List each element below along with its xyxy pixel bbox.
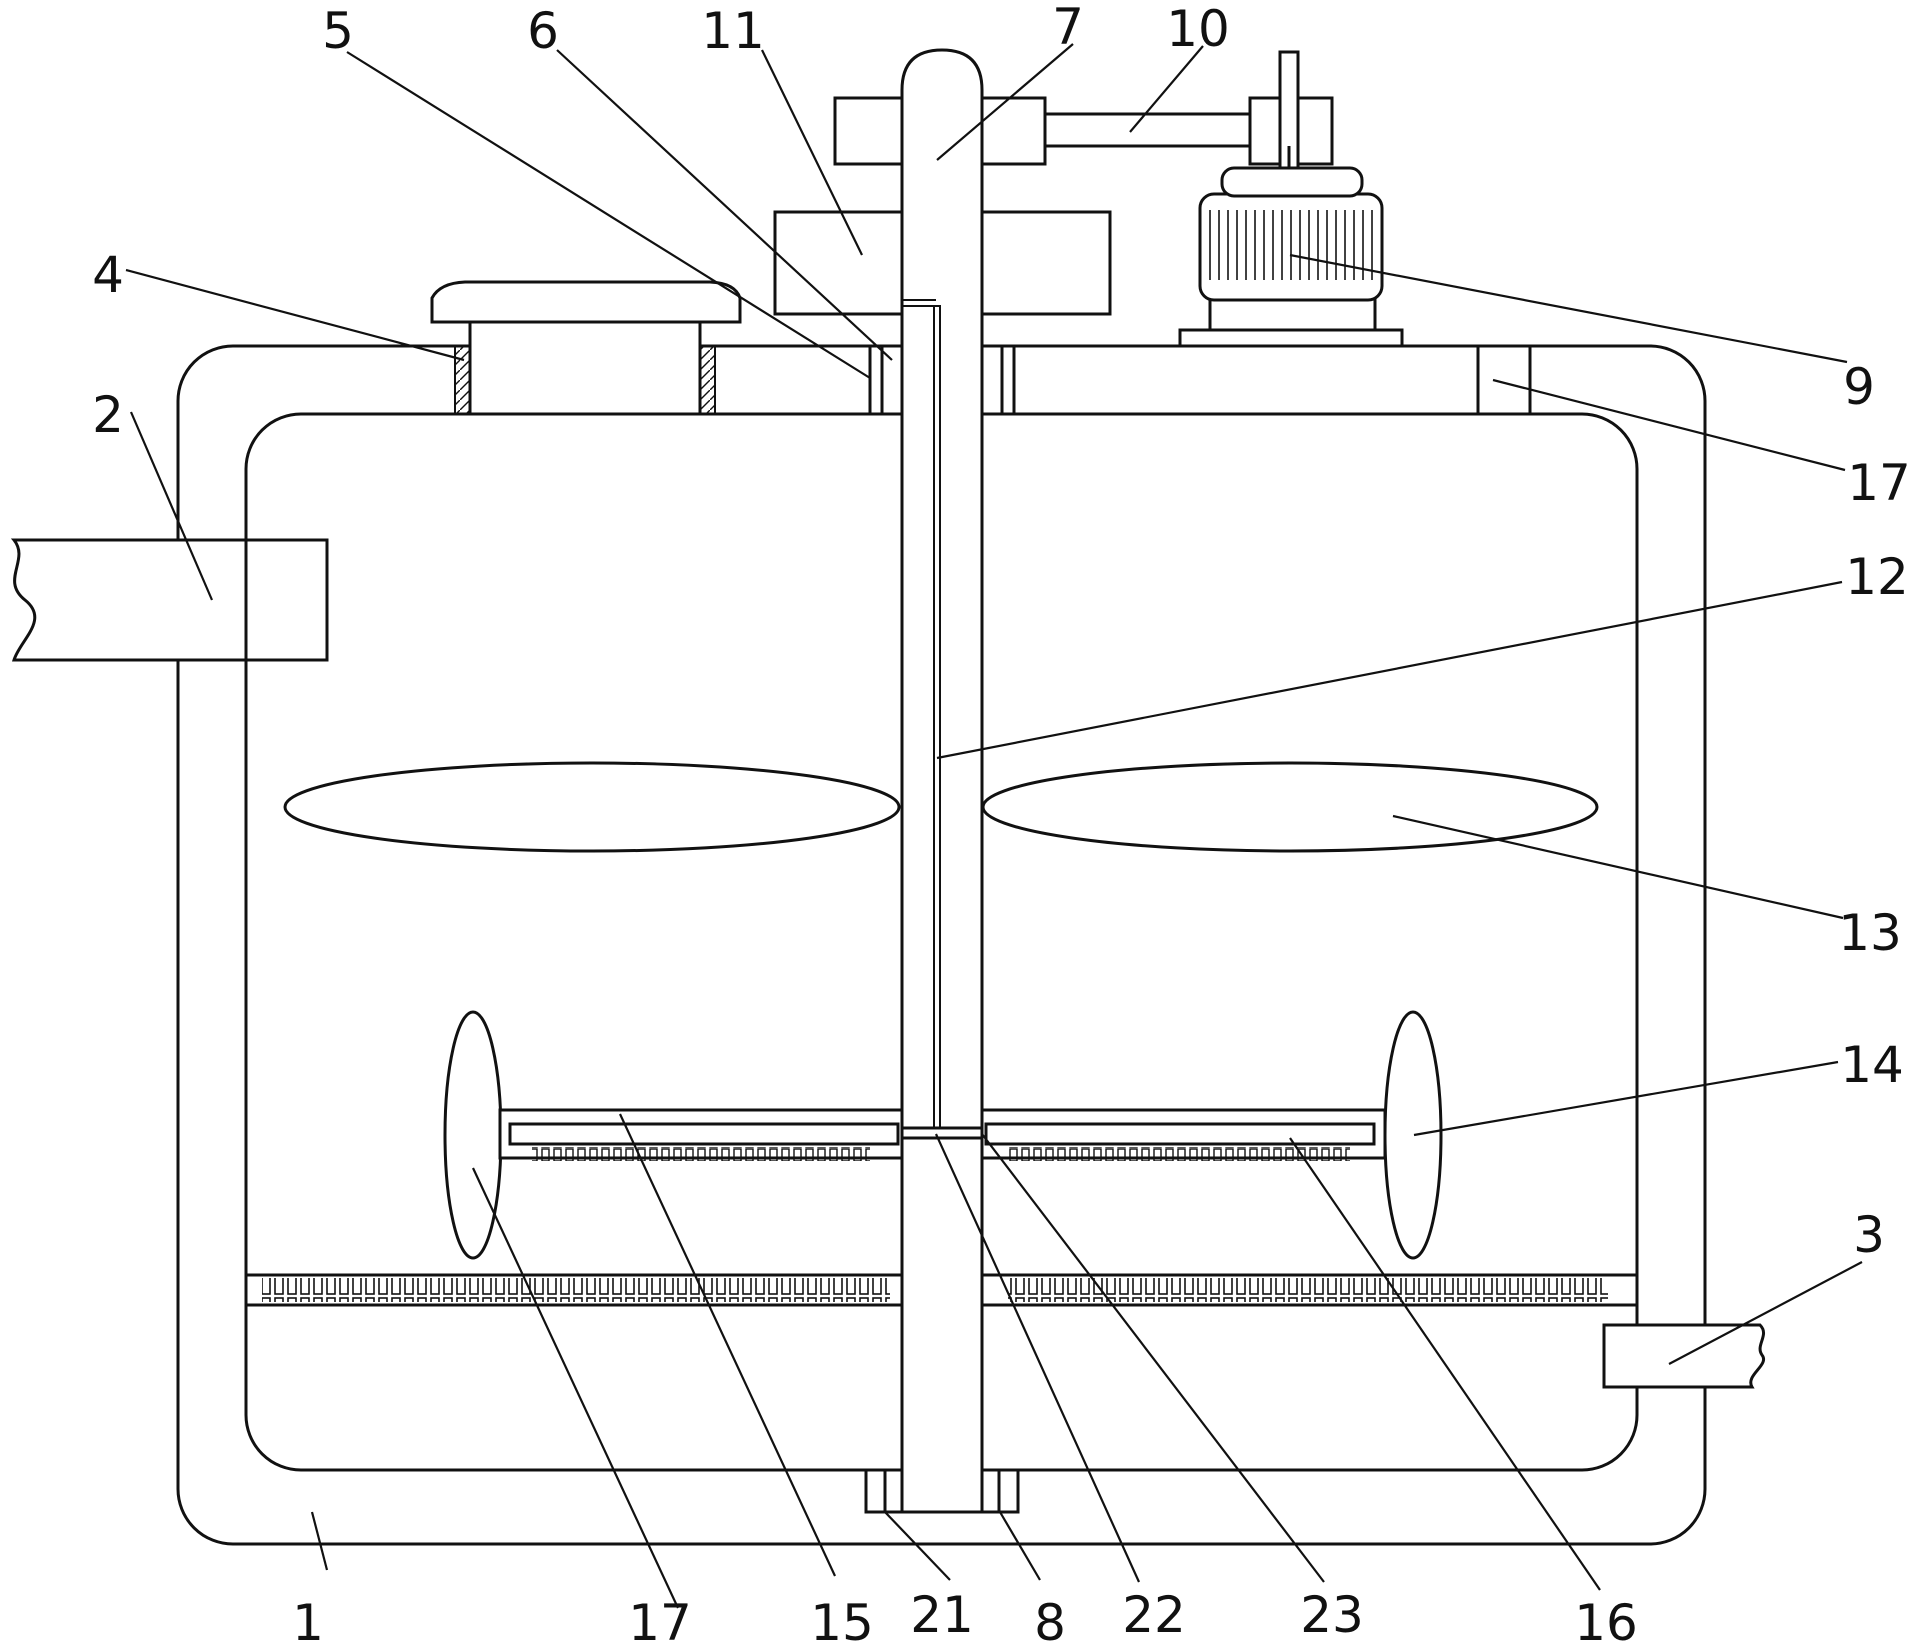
- motor: [1178, 146, 1404, 348]
- label-14: 14: [1840, 1036, 1904, 1094]
- label-15: 15: [810, 1594, 874, 1647]
- main-shaft: [900, 48, 984, 1514]
- label-13: 13: [1838, 904, 1902, 962]
- label-16: 16: [1574, 1594, 1638, 1647]
- label-23: 23: [1300, 1586, 1364, 1644]
- bottom-bearing: [864, 1468, 1020, 1514]
- label-21: 21: [910, 1586, 974, 1644]
- label-11: 11: [701, 2, 765, 60]
- filter-screen: [244, 1273, 1639, 1307]
- label-7: 7: [1052, 0, 1084, 56]
- label-1: 1: [292, 1594, 324, 1647]
- label-17-top: 17: [1847, 454, 1911, 512]
- label-22: 22: [1122, 1586, 1186, 1644]
- label-8: 8: [1034, 1594, 1066, 1647]
- reference-labels: 1 2 3 4 5 6 7 8 9 10 11 12 13 14 15 16 1…: [92, 0, 1911, 1647]
- label-9: 9: [1843, 358, 1875, 416]
- feed-port: [430, 280, 742, 416]
- label-2: 2: [92, 386, 124, 444]
- label-4: 4: [92, 246, 124, 304]
- label-10: 10: [1166, 0, 1230, 58]
- inlet-pipe: [10, 538, 329, 662]
- label-6: 6: [527, 2, 559, 60]
- label-12: 12: [1845, 548, 1909, 606]
- upper-paddles: [283, 761, 1599, 853]
- leader-lines: [125, 43, 1863, 1609]
- support-post: [1476, 344, 1532, 416]
- spray-arms: [498, 1108, 1387, 1161]
- label-5: 5: [322, 2, 354, 60]
- label-3: 3: [1853, 1206, 1885, 1264]
- label-17-bottom: 17: [628, 1594, 692, 1647]
- top-bearing: [868, 344, 1016, 416]
